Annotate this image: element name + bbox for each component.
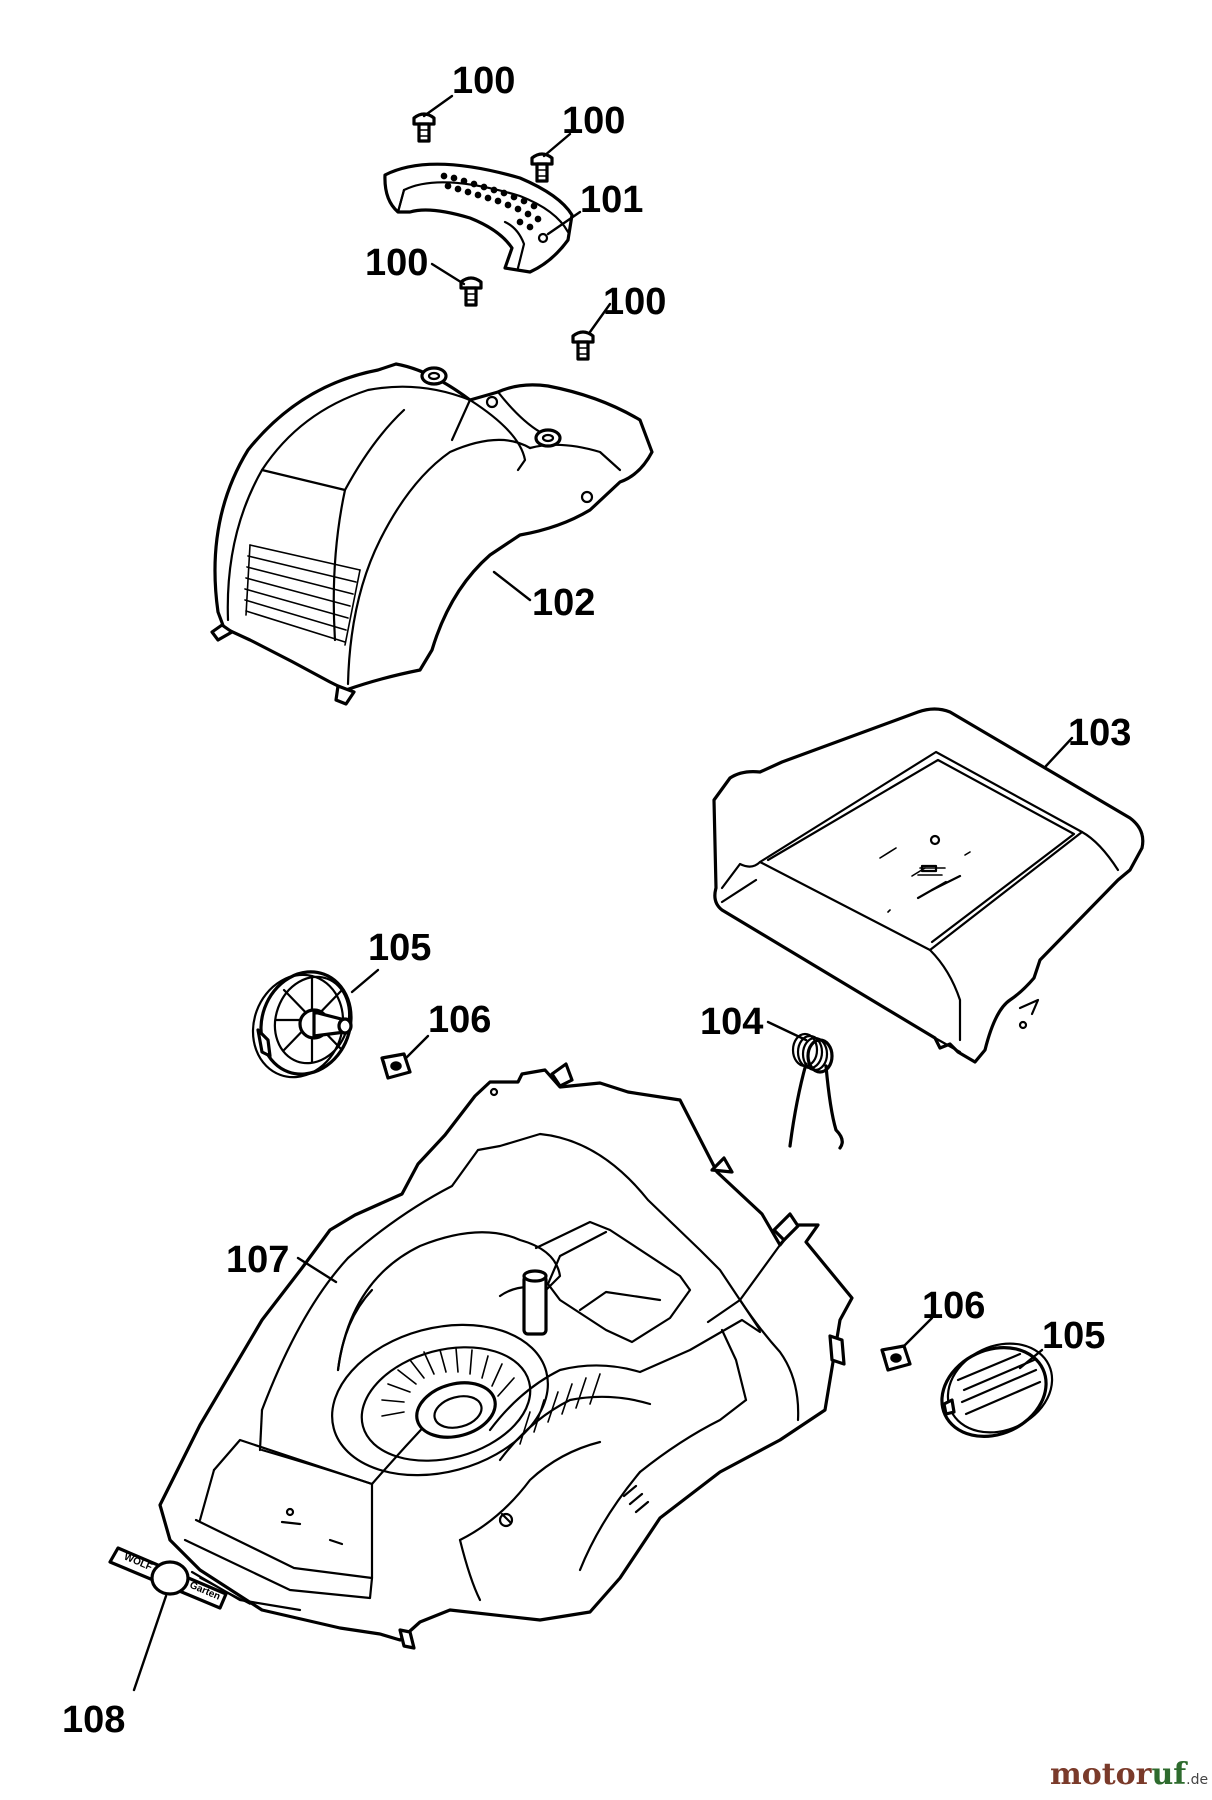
callout-103: 103 — [1068, 712, 1131, 754]
callout-101: 101 — [580, 179, 643, 221]
watermark-part1: motor — [1050, 1757, 1153, 1792]
flap-part — [712, 707, 1145, 1064]
callout-108: 108 — [62, 1699, 125, 1741]
callout-106-right: 106 — [922, 1285, 985, 1327]
callout-100-a: 100 — [452, 60, 515, 102]
watermark: motoruf.de — [1050, 1757, 1208, 1792]
handle-cover-part — [383, 162, 574, 274]
screw-part-4 — [571, 330, 595, 361]
callout-107: 107 — [226, 1239, 289, 1281]
torsion-spring-part — [788, 1032, 844, 1150]
housing-part — [158, 1062, 854, 1650]
emblem-part: WOLF Garten — [108, 1546, 228, 1610]
leader-lines — [132, 94, 1074, 1692]
callout-104: 104 — [700, 1001, 763, 1043]
rail-ribs — [519, 1373, 601, 1445]
callout-100-d: 100 — [603, 281, 666, 323]
callout-105-left: 105 — [368, 927, 431, 969]
watermark-part2: uf — [1151, 1757, 1188, 1792]
callout-102: 102 — [532, 582, 595, 624]
wheel-cap-left-part — [251, 970, 353, 1079]
callout-labels: 100 100 101 100 100 102 103 104 105 106 … — [62, 60, 1131, 1741]
callout-106-left: 106 — [428, 999, 491, 1041]
callout-100-b: 100 — [562, 100, 625, 142]
motor-hood-part — [210, 362, 654, 706]
watermark-suffix: .de — [1186, 1772, 1208, 1788]
wheel-cap-right-part — [940, 1342, 1054, 1438]
vent-slots — [440, 172, 542, 231]
hood-grille — [244, 544, 361, 646]
nut-right-part — [880, 1344, 912, 1372]
screw-part-3 — [459, 276, 483, 307]
nut-left-part — [380, 1052, 412, 1080]
screw-part-1 — [412, 112, 436, 143]
screw-part-2 — [530, 152, 554, 183]
watermark-text: motoruf.de — [1050, 1757, 1208, 1792]
callout-105-right: 105 — [1042, 1315, 1105, 1357]
callout-100-c: 100 — [365, 242, 428, 284]
chamber-ribs — [381, 1347, 515, 1417]
